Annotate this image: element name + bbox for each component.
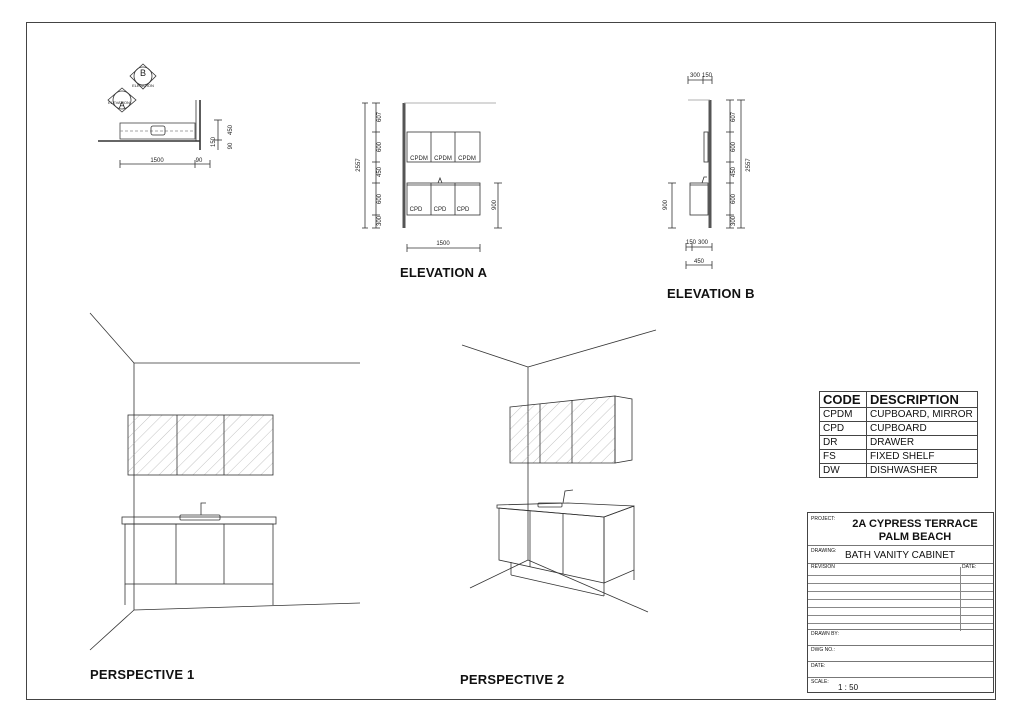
- perspective-2-title: PERSPECTIVE 2: [460, 672, 565, 687]
- elev-a-upper-label-1: CPDM: [410, 156, 428, 162]
- elev-b-dim-600-lower: 600: [731, 193, 737, 204]
- legend-code: FS: [819, 449, 867, 464]
- project-line-2: PALM BEACH: [878, 531, 952, 543]
- marker-b-sub: ELEVATION: [132, 83, 154, 88]
- project-name: 2A CYPRESS TERRACE PALM BEACH: [845, 518, 985, 544]
- code-legend-table: CODE DESCRIPTION CPDM CUPBOARD, MIRROR C…: [819, 391, 978, 478]
- drawing-row-divider: [808, 545, 993, 546]
- elev-b-bottom-total: 450: [694, 259, 705, 265]
- legend-code: CPD: [819, 421, 867, 436]
- marker-a-letter: A: [119, 100, 125, 110]
- elev-a-dim-900: 900: [492, 199, 498, 210]
- elev-a-upper-label-3: CPDM: [458, 156, 476, 162]
- drawing-label: DRAWING:: [811, 548, 837, 554]
- revision-row-divider: [808, 563, 993, 564]
- date-label: DATE:: [811, 663, 826, 669]
- legend-desc: CUPBOARD: [866, 421, 978, 436]
- elev-a-dim-600-upper: 600: [377, 141, 383, 152]
- plan-view: [98, 63, 222, 168]
- perspective-1-title: PERSPECTIVE 1: [90, 667, 195, 682]
- elev-a-dim-450: 450: [377, 166, 383, 177]
- title-block: PROJECT: 2A CYPRESS TERRACE PALM BEACH D…: [807, 512, 994, 693]
- drawn-by-label: DRAWN BY:: [811, 631, 839, 637]
- elev-b-bottom-dim-150: 150: [686, 240, 697, 246]
- legend-row: CPDM CUPBOARD, MIRROR: [819, 407, 978, 422]
- elev-b-dim-900: 900: [663, 199, 669, 210]
- elev-b-dim-overall: 2557: [746, 158, 752, 172]
- elev-b-dim-450: 450: [731, 166, 737, 177]
- drawn-by-divider: [808, 629, 993, 630]
- legend-header-row: CODE DESCRIPTION: [819, 391, 978, 408]
- elev-b-dim-300: 300: [731, 215, 737, 226]
- elev-a-dim-600-lower: 600: [377, 193, 383, 204]
- plan-dim-wall: 90: [228, 142, 234, 149]
- plan-dim-depth-total: 450: [228, 124, 234, 135]
- legend-row: DW DISHWASHER: [819, 463, 978, 478]
- elev-a-dim-607: 607: [377, 111, 383, 122]
- elev-b-dim-607: 607: [731, 111, 737, 122]
- dwg-no-label: DWG NO.:: [811, 647, 835, 653]
- marker-a-sub: ELEVATION: [108, 100, 130, 105]
- legend-code: CPDM: [819, 407, 867, 422]
- marker-b-letter: B: [140, 68, 146, 78]
- project-label: PROJECT:: [811, 516, 836, 522]
- elevation-a-title: ELEVATION A: [400, 265, 488, 280]
- legend-row: FS FIXED SHELF: [819, 449, 978, 464]
- elev-a-dim-width: 1500: [436, 241, 450, 247]
- dwg-no-divider: [808, 645, 993, 646]
- legend-row: CPD CUPBOARD: [819, 421, 978, 436]
- elev-b-bottom-dim-300: 300: [698, 240, 709, 246]
- elev-a-lower-label-1: CPD: [410, 207, 423, 213]
- elev-b-top-dim-150: 150: [702, 73, 713, 79]
- legend-desc: DRAWER: [866, 435, 978, 450]
- revision-grid: [808, 567, 993, 631]
- elev-b-top-dim-300: 300: [690, 73, 701, 79]
- revision-label: REVISION: [811, 564, 835, 570]
- project-line-1: 2A CYPRESS TERRACE: [852, 518, 978, 530]
- elev-a-dim-overall: 2557: [356, 158, 362, 172]
- elevation-b-drawing: [668, 76, 745, 269]
- legend-header-description: DESCRIPTION: [866, 391, 978, 408]
- elevation-a-drawing: [362, 102, 502, 252]
- legend-code: DR: [819, 435, 867, 450]
- sheet-border: [26, 22, 996, 700]
- legend-row: DR DRAWER: [819, 435, 978, 450]
- revision-date-label: DATE:: [962, 564, 977, 570]
- perspective-1-drawing: [89, 312, 361, 651]
- legend-desc: FIXED SHELF: [866, 449, 978, 464]
- elev-b-dim-600-upper: 600: [731, 141, 737, 152]
- elev-a-dim-300: 300: [377, 215, 383, 226]
- elevation-b-title: ELEVATION B: [667, 286, 755, 301]
- legend-desc: CUPBOARD, MIRROR: [866, 407, 978, 422]
- perspective-2-drawing: [461, 329, 657, 613]
- elev-a-upper-label-2: CPDM: [434, 156, 452, 162]
- scale-label: SCALE:: [811, 679, 829, 685]
- plan-dim-width: 1500: [150, 158, 164, 164]
- scale-value: 1 : 50: [838, 683, 859, 692]
- drawing-name: BATH VANITY CABINET: [845, 550, 956, 561]
- plan-dim-gap: 90: [196, 158, 203, 164]
- legend-desc: DISHWASHER: [866, 463, 978, 478]
- legend-header-code: CODE: [819, 391, 867, 408]
- elev-a-lower-label-2: CPD: [434, 207, 447, 213]
- plan-dim-depth: 150: [211, 136, 217, 147]
- elev-a-lower-label-3: CPD: [457, 207, 470, 213]
- legend-code: DW: [819, 463, 867, 478]
- date-divider: [808, 661, 993, 662]
- scale-divider: [808, 677, 993, 678]
